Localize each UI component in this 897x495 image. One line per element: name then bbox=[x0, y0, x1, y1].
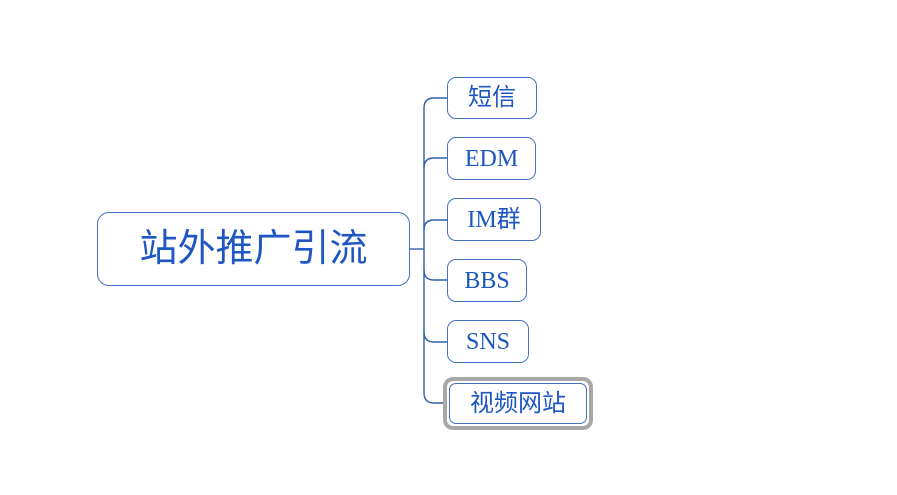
root-node-label: 站外推广引流 bbox=[139, 228, 368, 270]
connector-branch-bbs bbox=[423, 269, 447, 281]
mindmap-node-im-group[interactable]: IM群 bbox=[447, 198, 541, 241]
mindmap-node-video-site[interactable]: 视频网站 bbox=[449, 383, 587, 424]
connector-branch-edm bbox=[423, 157, 447, 169]
node-label-edm: EDM bbox=[464, 145, 519, 172]
node-label-im-group: IM群 bbox=[467, 206, 521, 233]
connector-branch-sms bbox=[423, 97, 447, 109]
mindmap-node-sns[interactable]: SNS bbox=[447, 320, 529, 363]
node-label-bbs: BBS bbox=[464, 267, 510, 294]
mindmap-node-sms[interactable]: 短信 bbox=[447, 77, 537, 119]
mindmap-node-edm[interactable]: EDM bbox=[447, 137, 536, 180]
connector-branch-im-group bbox=[423, 219, 447, 231]
mindmap-node-bbs[interactable]: BBS bbox=[447, 259, 527, 302]
node-label-sns: SNS bbox=[465, 328, 511, 355]
connector-branch-video-site bbox=[423, 392, 443, 404]
mindmap-root-node[interactable]: 站外推广引流 bbox=[97, 212, 410, 286]
node-label-video-site: 视频网站 bbox=[470, 390, 566, 417]
connector-branch-sns bbox=[423, 331, 447, 343]
node-label-sms: 短信 bbox=[468, 85, 516, 111]
selection-outline[interactable]: 视频网站 bbox=[443, 377, 593, 430]
